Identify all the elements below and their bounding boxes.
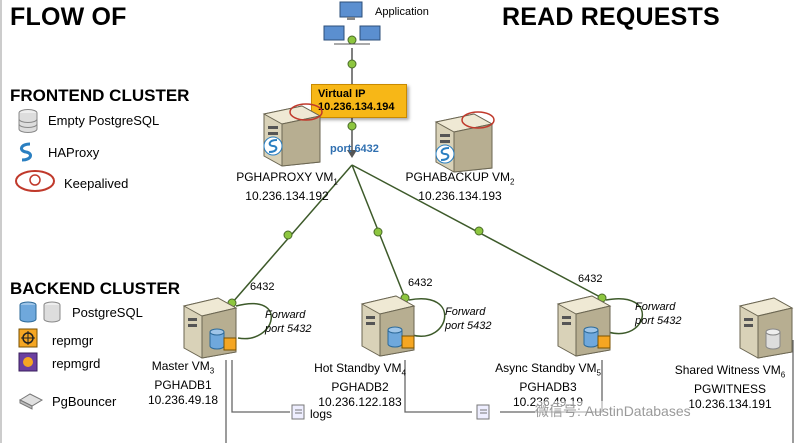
witness-host: PGWITNESS	[693, 382, 766, 397]
async-name: Async Standby VM	[495, 361, 597, 375]
backend-heading: BACKEND CLUSTER	[10, 279, 180, 298]
pghabackup-sub: 2	[510, 177, 515, 187]
title-right: READ REQUESTS	[502, 3, 720, 31]
witness-name: Shared Witness VM	[674, 363, 781, 377]
database-icon	[18, 109, 38, 133]
forward-text: Forward	[635, 301, 676, 313]
hotstandby-forward-label: Forward port 5432	[445, 305, 491, 333]
pghabackup-name: PGHABACKUP VM	[405, 170, 511, 184]
witness-server-icon	[738, 297, 794, 359]
hotstandby-sub: 4	[401, 368, 406, 378]
master-host: PGHADB1	[154, 378, 212, 393]
postgres-icon	[19, 301, 61, 323]
hotstandby-host: PGHADB2	[331, 380, 389, 395]
async-forward-label: Forward port 5432	[635, 300, 681, 328]
pghabackup-server-icon	[434, 111, 495, 173]
haproxy-icon	[20, 142, 32, 162]
frontend-heading: FRONTEND CLUSTER	[10, 86, 190, 105]
title-left: FLOW OF	[10, 3, 127, 31]
async-standby-server-icon	[556, 295, 612, 357]
hot-standby-server-icon	[360, 295, 416, 357]
hotstandby-port-label: 6432	[408, 277, 433, 289]
legend-keepalived: Keepalived	[64, 176, 129, 191]
log-scroll-icon-2	[476, 404, 490, 420]
forward-loop-hotstandby	[408, 298, 446, 337]
link-dot	[283, 230, 293, 240]
link-dot	[373, 227, 383, 237]
logs-line-2	[404, 360, 472, 413]
master-name: Master VM	[151, 359, 210, 373]
forward-port: port 5432	[445, 320, 492, 332]
repmgr-icon	[18, 328, 38, 348]
watermark: 微信号: AustinDatabases	[535, 401, 691, 421]
link-dot	[347, 121, 357, 131]
master-label: Master VM3 PGHADB1 10.236.49.18	[128, 359, 238, 408]
pgbouncer-icon	[18, 393, 44, 410]
pghabackup-ip: 10.236.134.193	[418, 189, 502, 204]
master-ip: 10.236.49.18	[147, 393, 219, 408]
proxy-port-label: port 6432	[330, 143, 379, 155]
legend-pgbouncer: PgBouncer	[52, 394, 117, 409]
witness-ip: 10.236.134.191	[688, 397, 772, 412]
link-dot	[347, 59, 357, 69]
master-server-icon	[182, 297, 238, 359]
logs-label: logs	[310, 407, 333, 421]
logs-line	[231, 360, 290, 413]
keepalived-icon	[15, 170, 55, 192]
forward-text: Forward	[445, 306, 486, 318]
async-host: PGHADB3	[519, 380, 577, 395]
legend-haproxy: HAProxy	[48, 145, 100, 160]
forward-loop-master	[235, 303, 273, 340]
log-scroll-icon	[291, 404, 305, 420]
async-port-label: 6432	[578, 273, 603, 285]
virtual-ip-box: Virtual IP 10.236.134.194	[311, 84, 407, 118]
application-computers-icon	[323, 1, 381, 45]
arrow-head	[347, 150, 357, 158]
vip-title: Virtual IP	[318, 88, 366, 100]
application-label: Application	[375, 6, 429, 18]
pghaproxy-name: PGHAPROXY VM	[236, 170, 334, 184]
forward-port: port 5432	[265, 323, 312, 335]
pghaproxy-ip: 10.236.134.192	[245, 189, 329, 204]
vip-address: 10.236.134.194	[318, 101, 395, 113]
forward-text: Forward	[265, 309, 306, 321]
witness-sub: 6	[780, 370, 786, 380]
hotstandby-label: Hot Standby VM4 PGHADB2 10.236.122.183	[296, 361, 424, 410]
async-sub: 5	[596, 368, 601, 378]
legend-empty-postgresql: Empty PostgreSQL	[48, 113, 160, 128]
hotstandby-name: Hot Standby VM	[314, 361, 402, 375]
hotstandby-ip: 10.236.122.183	[318, 395, 402, 410]
legend-repmgr: repmgr	[52, 333, 94, 348]
master-sub: 3	[209, 366, 215, 376]
pghaproxy-label: PGHAPROXY VM1 10.236.134.192	[232, 170, 342, 204]
witness-label: Shared Witness VM6 PGWITNESS 10.236.134.…	[668, 363, 792, 412]
legend-repmgrd: repmgrd	[52, 356, 101, 371]
pghabackup-label: PGHABACKUP VM2 10.236.134.193	[400, 170, 520, 204]
master-forward-label: Forward port 5432	[265, 308, 311, 336]
pghaproxy-server-icon	[262, 103, 323, 167]
link-dot	[474, 226, 484, 236]
legend-postgresql: PostgreSQL	[72, 305, 143, 320]
master-port-label: 6432	[250, 281, 275, 293]
repmgrd-icon	[18, 352, 38, 372]
forward-loop-async	[605, 298, 644, 335]
forward-port: port 5432	[635, 315, 682, 327]
pghaproxy-sub: 1	[333, 177, 338, 187]
